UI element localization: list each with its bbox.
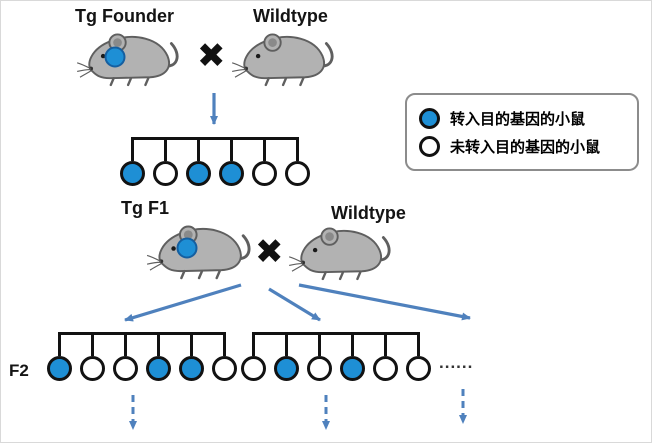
tg-founder-mouse <box>75 32 179 87</box>
offspring-non-transgenic <box>76 332 109 381</box>
transgenic-circle-icon <box>419 107 440 129</box>
comb-stem <box>417 332 420 356</box>
f1-offspring-comb <box>116 137 314 186</box>
offspring-non-transgenic <box>109 332 142 381</box>
offspring-non-transgenic <box>303 332 336 381</box>
comb-stem <box>351 332 354 356</box>
non-transgenic-circle-icon <box>113 356 138 381</box>
offspring-transgenic <box>270 332 303 381</box>
comb-stem <box>384 332 387 356</box>
wildtype-label-top: Wildtype <box>253 6 328 26</box>
comb-stem <box>197 137 200 161</box>
wildtype-label-bottom: Wildtype <box>331 203 406 223</box>
cross-icon-top: ✖ <box>197 37 226 75</box>
non-transgenic-circle-icon <box>153 161 178 186</box>
legend: 转入目的基因的小鼠 未转入目的基因的小鼠 <box>405 93 639 171</box>
tg-f1-label: Tg F1 <box>121 198 169 218</box>
offspring-non-transgenic <box>281 137 314 186</box>
comb-stem <box>91 332 94 356</box>
f2-left-offspring-comb <box>43 332 241 381</box>
wildtype-mouse-top <box>230 32 334 87</box>
cross-icon-bottom: ✖ <box>255 233 284 271</box>
comb-line <box>58 332 226 335</box>
comb-stem <box>318 332 321 356</box>
tg-f1-transgene-spot <box>176 237 198 259</box>
non-transgenic-circle-icon <box>241 356 266 381</box>
offspring-transgenic <box>215 137 248 186</box>
comb-stem <box>164 137 167 161</box>
offspring-non-transgenic <box>237 332 270 381</box>
wildtype-mouse-bottom <box>287 226 391 281</box>
offspring-non-transgenic <box>208 332 241 381</box>
arrow-f1-to-f2-left <box>124 283 242 322</box>
legend-item-non-transgenic: 未转入目的基因的小鼠 <box>419 135 625 157</box>
f2-right-offspring-comb <box>237 332 435 381</box>
transgenic-circle-icon <box>146 356 171 381</box>
legend-item-transgenic: 转入目的基因的小鼠 <box>419 107 625 129</box>
transgenic-circle-icon <box>120 161 145 186</box>
offspring-transgenic <box>175 332 208 381</box>
non-transgenic-circle-icon <box>252 161 277 186</box>
f2-label: F2 <box>9 361 29 380</box>
non-transgenic-circle-icon <box>406 356 431 381</box>
non-transgenic-circle-icon <box>307 356 332 381</box>
more-litters-ellipsis: ...... <box>439 353 474 372</box>
non-transgenic-circle-icon <box>212 356 237 381</box>
arrow-f1-to-f2-right <box>298 283 471 321</box>
comb-stem <box>58 332 61 356</box>
comb-line <box>131 137 299 140</box>
transgenic-circle-icon <box>179 356 204 381</box>
comb-stem <box>230 137 233 161</box>
comb-stem <box>190 332 193 356</box>
transgenic-circle-icon <box>219 161 244 186</box>
comb-stem <box>296 137 299 161</box>
offspring-non-transgenic <box>248 137 281 186</box>
non-transgenic-circle-icon <box>373 356 398 381</box>
tg-founder-label: Tg Founder <box>75 6 174 26</box>
comb-stem <box>263 137 266 161</box>
offspring-transgenic <box>142 332 175 381</box>
legend-label-transgenic: 转入目的基因的小鼠 <box>450 110 586 128</box>
comb-stem <box>157 332 160 356</box>
transgenic-circle-icon <box>340 356 365 381</box>
offspring-transgenic <box>336 332 369 381</box>
comb-line <box>252 332 420 335</box>
legend-label-non-transgenic: 未转入目的基因的小鼠 <box>450 138 601 156</box>
comb-stem <box>285 332 288 356</box>
offspring-non-transgenic <box>149 137 182 186</box>
non-transgenic-circle-icon <box>285 161 310 186</box>
offspring-non-transgenic <box>369 332 402 381</box>
tg-founder-transgene-spot <box>104 46 126 68</box>
transgenic-circle-icon <box>186 161 211 186</box>
comb-stem <box>223 332 226 356</box>
offspring-non-transgenic <box>402 332 435 381</box>
arrow-f1-to-f2-middle <box>268 287 321 322</box>
transgenic-circle-icon <box>47 356 72 381</box>
offspring-transgenic <box>43 332 76 381</box>
non-transgenic-circle-icon <box>80 356 105 381</box>
transgenic-circle-icon <box>274 356 299 381</box>
offspring-transgenic <box>182 137 215 186</box>
comb-stem <box>131 137 134 161</box>
comb-stem <box>124 332 127 356</box>
tg-f1-mouse <box>145 224 251 280</box>
comb-stem <box>252 332 255 356</box>
offspring-transgenic <box>116 137 149 186</box>
non-transgenic-circle-icon <box>419 135 440 157</box>
